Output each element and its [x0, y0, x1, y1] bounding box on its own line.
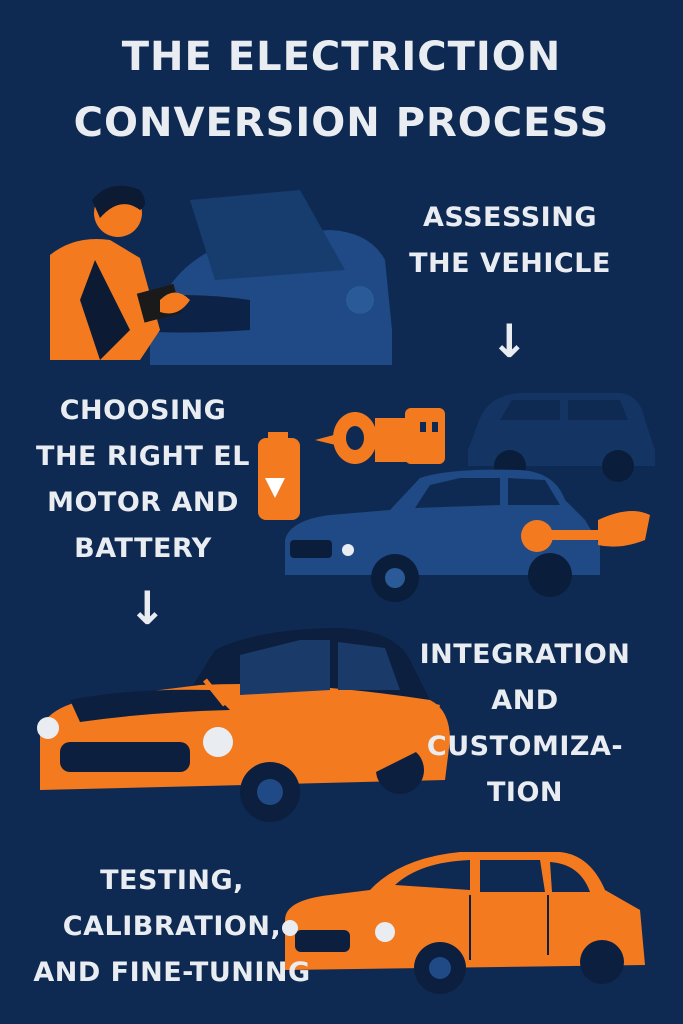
- arrow-down-icon: ↓: [128, 581, 167, 635]
- step-choose-label: CHOOSING THE RIGHT EL MOTOR AND BATTERY: [28, 388, 258, 572]
- mechanic-car-illustration: [120, 190, 392, 365]
- step-assess-label: ASSESSING THE VEHICLE: [395, 195, 625, 287]
- title-line-1: THE ELECTRICTION: [121, 34, 562, 80]
- wagon-car-illustration: [468, 393, 655, 482]
- battery-icon: [258, 432, 300, 520]
- orange-sedan-illustration: [282, 852, 645, 994]
- step-integrate-line-3: CUSTOMIZA-: [426, 731, 624, 762]
- title-line-2: CONVERSION PROCESS: [73, 100, 610, 146]
- step-integrate-line-4: TION: [486, 777, 563, 808]
- step-integrate-line-1: INTEGRATION: [419, 639, 631, 670]
- step-assess-line-1: ASSESSING: [422, 202, 597, 233]
- step-choose-line-2: THE RIGHT EL: [36, 441, 250, 472]
- step-test-line-1: TESTING,: [100, 865, 244, 896]
- step-test-line-2: CALIBRATION,: [62, 911, 282, 942]
- step-assess-line-2: THE VEHICLE: [409, 248, 611, 279]
- step-test-line-3: AND FINE-TUNING: [33, 957, 311, 988]
- step-test-label: TESTING, CALIBRATION, AND FINE-TUNING: [22, 858, 322, 996]
- wrench-hand-illustration: [521, 511, 650, 552]
- arrow-down-icon: ↓: [490, 314, 529, 368]
- step-integrate-line-2: AND: [491, 685, 559, 716]
- step-choose-line-4: BATTERY: [74, 533, 212, 564]
- motor-parts-illustration: [315, 408, 445, 464]
- step-choose-line-1: CHOOSING: [59, 395, 227, 426]
- step-integrate-label: INTEGRATION AND CUSTOMIZA- TION: [405, 632, 645, 816]
- sedan-car-illustration: [285, 469, 600, 602]
- orange-classic-car-illustration: [37, 628, 450, 822]
- mechanic-person-illustration: [50, 185, 190, 360]
- step-choose-line-3: MOTOR AND: [47, 487, 239, 518]
